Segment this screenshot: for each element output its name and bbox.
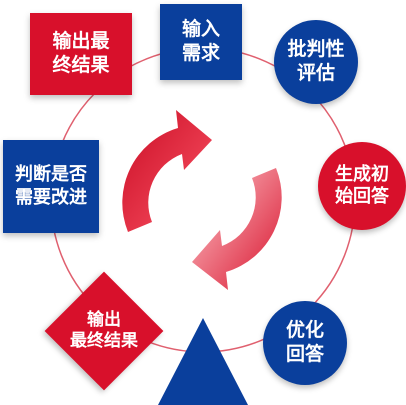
node-output-final-bottom: 输出 最终结果 <box>44 271 164 391</box>
node-output-final-top: 输出最 终结果 <box>30 13 132 95</box>
node-input-requirements: 输入 需求 <box>160 4 242 80</box>
node-label: 生成初 始回答 <box>335 163 389 208</box>
node-optimize-answer: 优化 回答 <box>263 301 347 385</box>
node-judge-need-improvement: 判断是否 需要改进 <box>3 140 99 233</box>
cycle-arc-lower <box>192 168 282 290</box>
node-generate-initial-answer: 生成初 始回答 <box>318 142 406 230</box>
triangle-shape <box>158 318 248 405</box>
node-label: 判断是否 需要改进 <box>15 164 87 208</box>
node-label: 输出最 终结果 <box>52 30 110 76</box>
node-label: 优化 回答 <box>285 319 324 365</box>
cycle-arc-upper <box>122 110 212 232</box>
node-label: 输出 最终结果 <box>70 309 138 351</box>
node-critical-evaluation: 批判性 评估 <box>274 20 358 104</box>
node-label: 输入 需求 <box>181 18 220 64</box>
refresh-cycle-icon <box>122 110 282 290</box>
node-label: 批判性 评估 <box>287 38 345 84</box>
